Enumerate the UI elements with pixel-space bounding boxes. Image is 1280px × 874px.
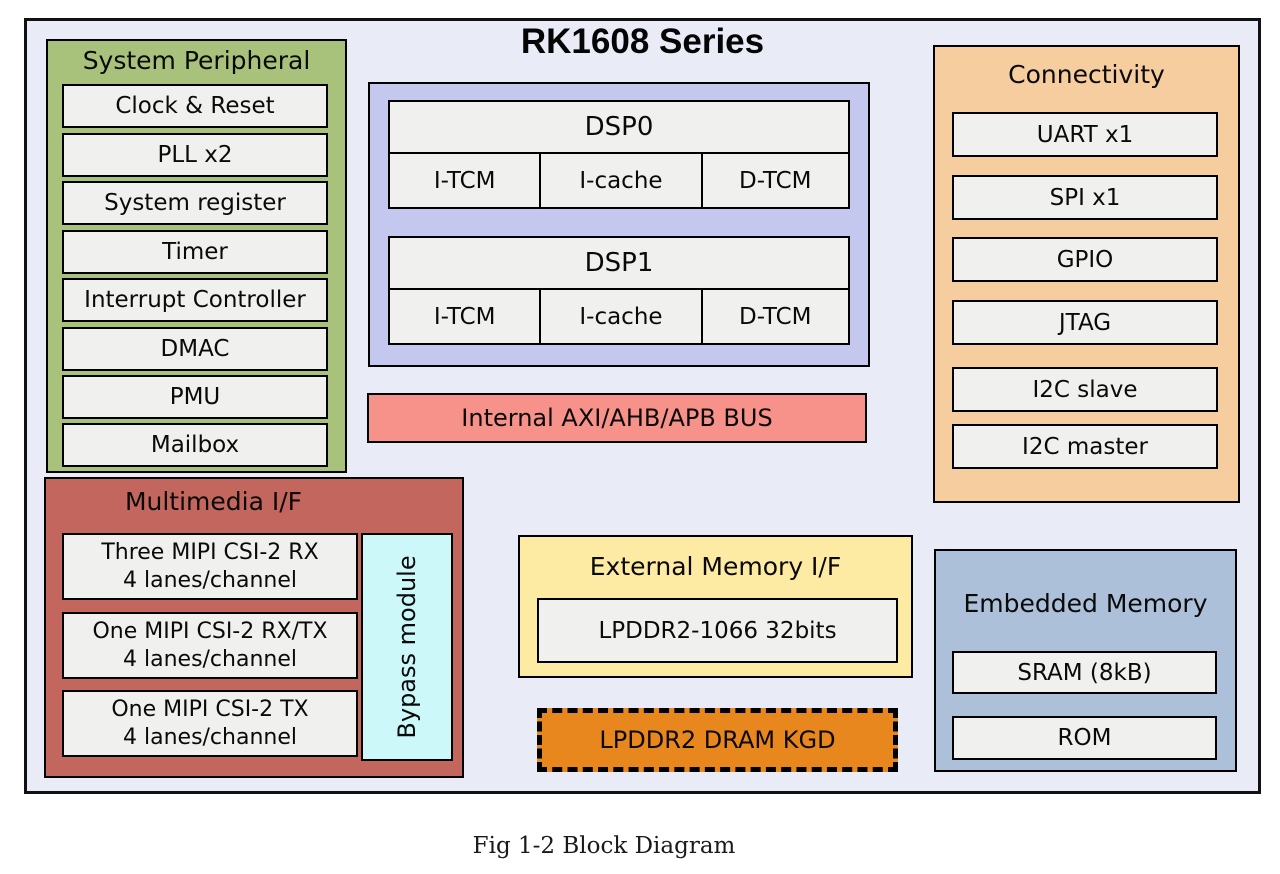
block-mailbox: Mailbox — [62, 423, 328, 467]
block-gpio: GPIO — [952, 237, 1218, 282]
dsp0-dtcm: D-TCM — [702, 154, 848, 207]
mipi-rxtx-line2: 4 lanes/channel — [123, 646, 297, 672]
dsp0-label: DSP0 — [390, 102, 848, 152]
block-interrupt-controller: Interrupt Controller — [62, 278, 328, 322]
dsp0-itcm: I-TCM — [390, 154, 540, 207]
figure-caption: Fig 1-2 Block Diagram — [472, 833, 736, 859]
block-uart: UART x1 — [952, 112, 1218, 157]
block-mipi-csi2-rx: Three MIPI CSI-2 RX 4 lanes/channel — [62, 533, 358, 600]
dsp0-icache: I-cache — [541, 154, 701, 207]
mipi-tx-line1: One MIPI CSI-2 TX — [111, 696, 309, 722]
bypass-module-block: Bypass module — [361, 533, 453, 761]
embedded-memory-label: Embedded Memory — [963, 589, 1208, 618]
block-rom: ROM — [952, 716, 1217, 760]
block-timer: Timer — [62, 230, 328, 274]
external-memory-if-label: External Memory I/F — [589, 552, 842, 581]
block-i2c-slave: I2C slave — [952, 367, 1218, 412]
block-jtag: JTAG — [952, 300, 1218, 345]
lpddr2-dram-kgd-block: LPDDR2 DRAM KGD — [537, 708, 898, 772]
block-pll: PLL x2 — [62, 133, 328, 177]
connectivity-label: Connectivity — [1008, 60, 1165, 89]
diagram-title: RK1608 Series — [520, 22, 765, 61]
mipi-rx-line2: 4 lanes/channel — [123, 567, 297, 593]
multimedia-if-block: Multimedia I/F Three MIPI CSI-2 RX 4 lan… — [44, 477, 464, 778]
chip-boundary: RK1608 Series System Peripheral Clock & … — [24, 18, 1261, 794]
block-clock-reset: Clock & Reset — [62, 84, 328, 128]
mipi-rx-line1: Three MIPI CSI-2 RX — [101, 539, 319, 565]
block-lpddr2-1066: LPDDR2-1066 32bits — [537, 598, 898, 663]
block-mipi-csi2-rxtx: One MIPI CSI-2 RX/TX 4 lanes/channel — [62, 612, 358, 679]
internal-bus-block: Internal AXI/AHB/APB BUS — [367, 393, 867, 443]
block-sram: SRAM (8kB) — [952, 651, 1217, 694]
dsp1-dtcm: D-TCM — [702, 290, 848, 343]
mipi-rxtx-line1: One MIPI CSI-2 RX/TX — [92, 618, 328, 644]
mipi-tx-line2: 4 lanes/channel — [123, 724, 297, 750]
bypass-module-label: Bypass module — [393, 555, 421, 739]
dsp1-itcm: I-TCM — [390, 290, 540, 343]
multimedia-if-label: Multimedia I/F — [124, 487, 303, 516]
dsp1-block: DSP1 I-TCM I-cache D-TCM — [388, 236, 850, 345]
dsp0-block: DSP0 I-TCM I-cache D-TCM — [388, 100, 850, 209]
block-system-register: System register — [62, 181, 328, 225]
block-spi: SPI x1 — [952, 175, 1218, 220]
dsp1-label: DSP1 — [390, 238, 848, 288]
connectivity-block: Connectivity UART x1 SPI x1 GPIO JTAG I2… — [933, 45, 1240, 503]
block-mipi-csi2-tx: One MIPI CSI-2 TX 4 lanes/channel — [62, 690, 358, 757]
external-memory-if-block: External Memory I/F LPDDR2-1066 32bits — [518, 535, 913, 678]
system-peripheral-block: System Peripheral Clock & Reset PLL x2 S… — [46, 39, 347, 473]
embedded-memory-block: Embedded Memory SRAM (8kB) ROM — [934, 549, 1237, 772]
dsp-cluster-block: DSP0 I-TCM I-cache D-TCM DSP1 I-TCM I-ca… — [368, 82, 870, 367]
block-pmu: PMU — [62, 375, 328, 419]
dsp1-icache: I-cache — [541, 290, 701, 343]
block-i2c-master: I2C master — [952, 424, 1218, 469]
system-peripheral-label: System Peripheral — [82, 46, 311, 75]
block-dmac: DMAC — [62, 327, 328, 371]
